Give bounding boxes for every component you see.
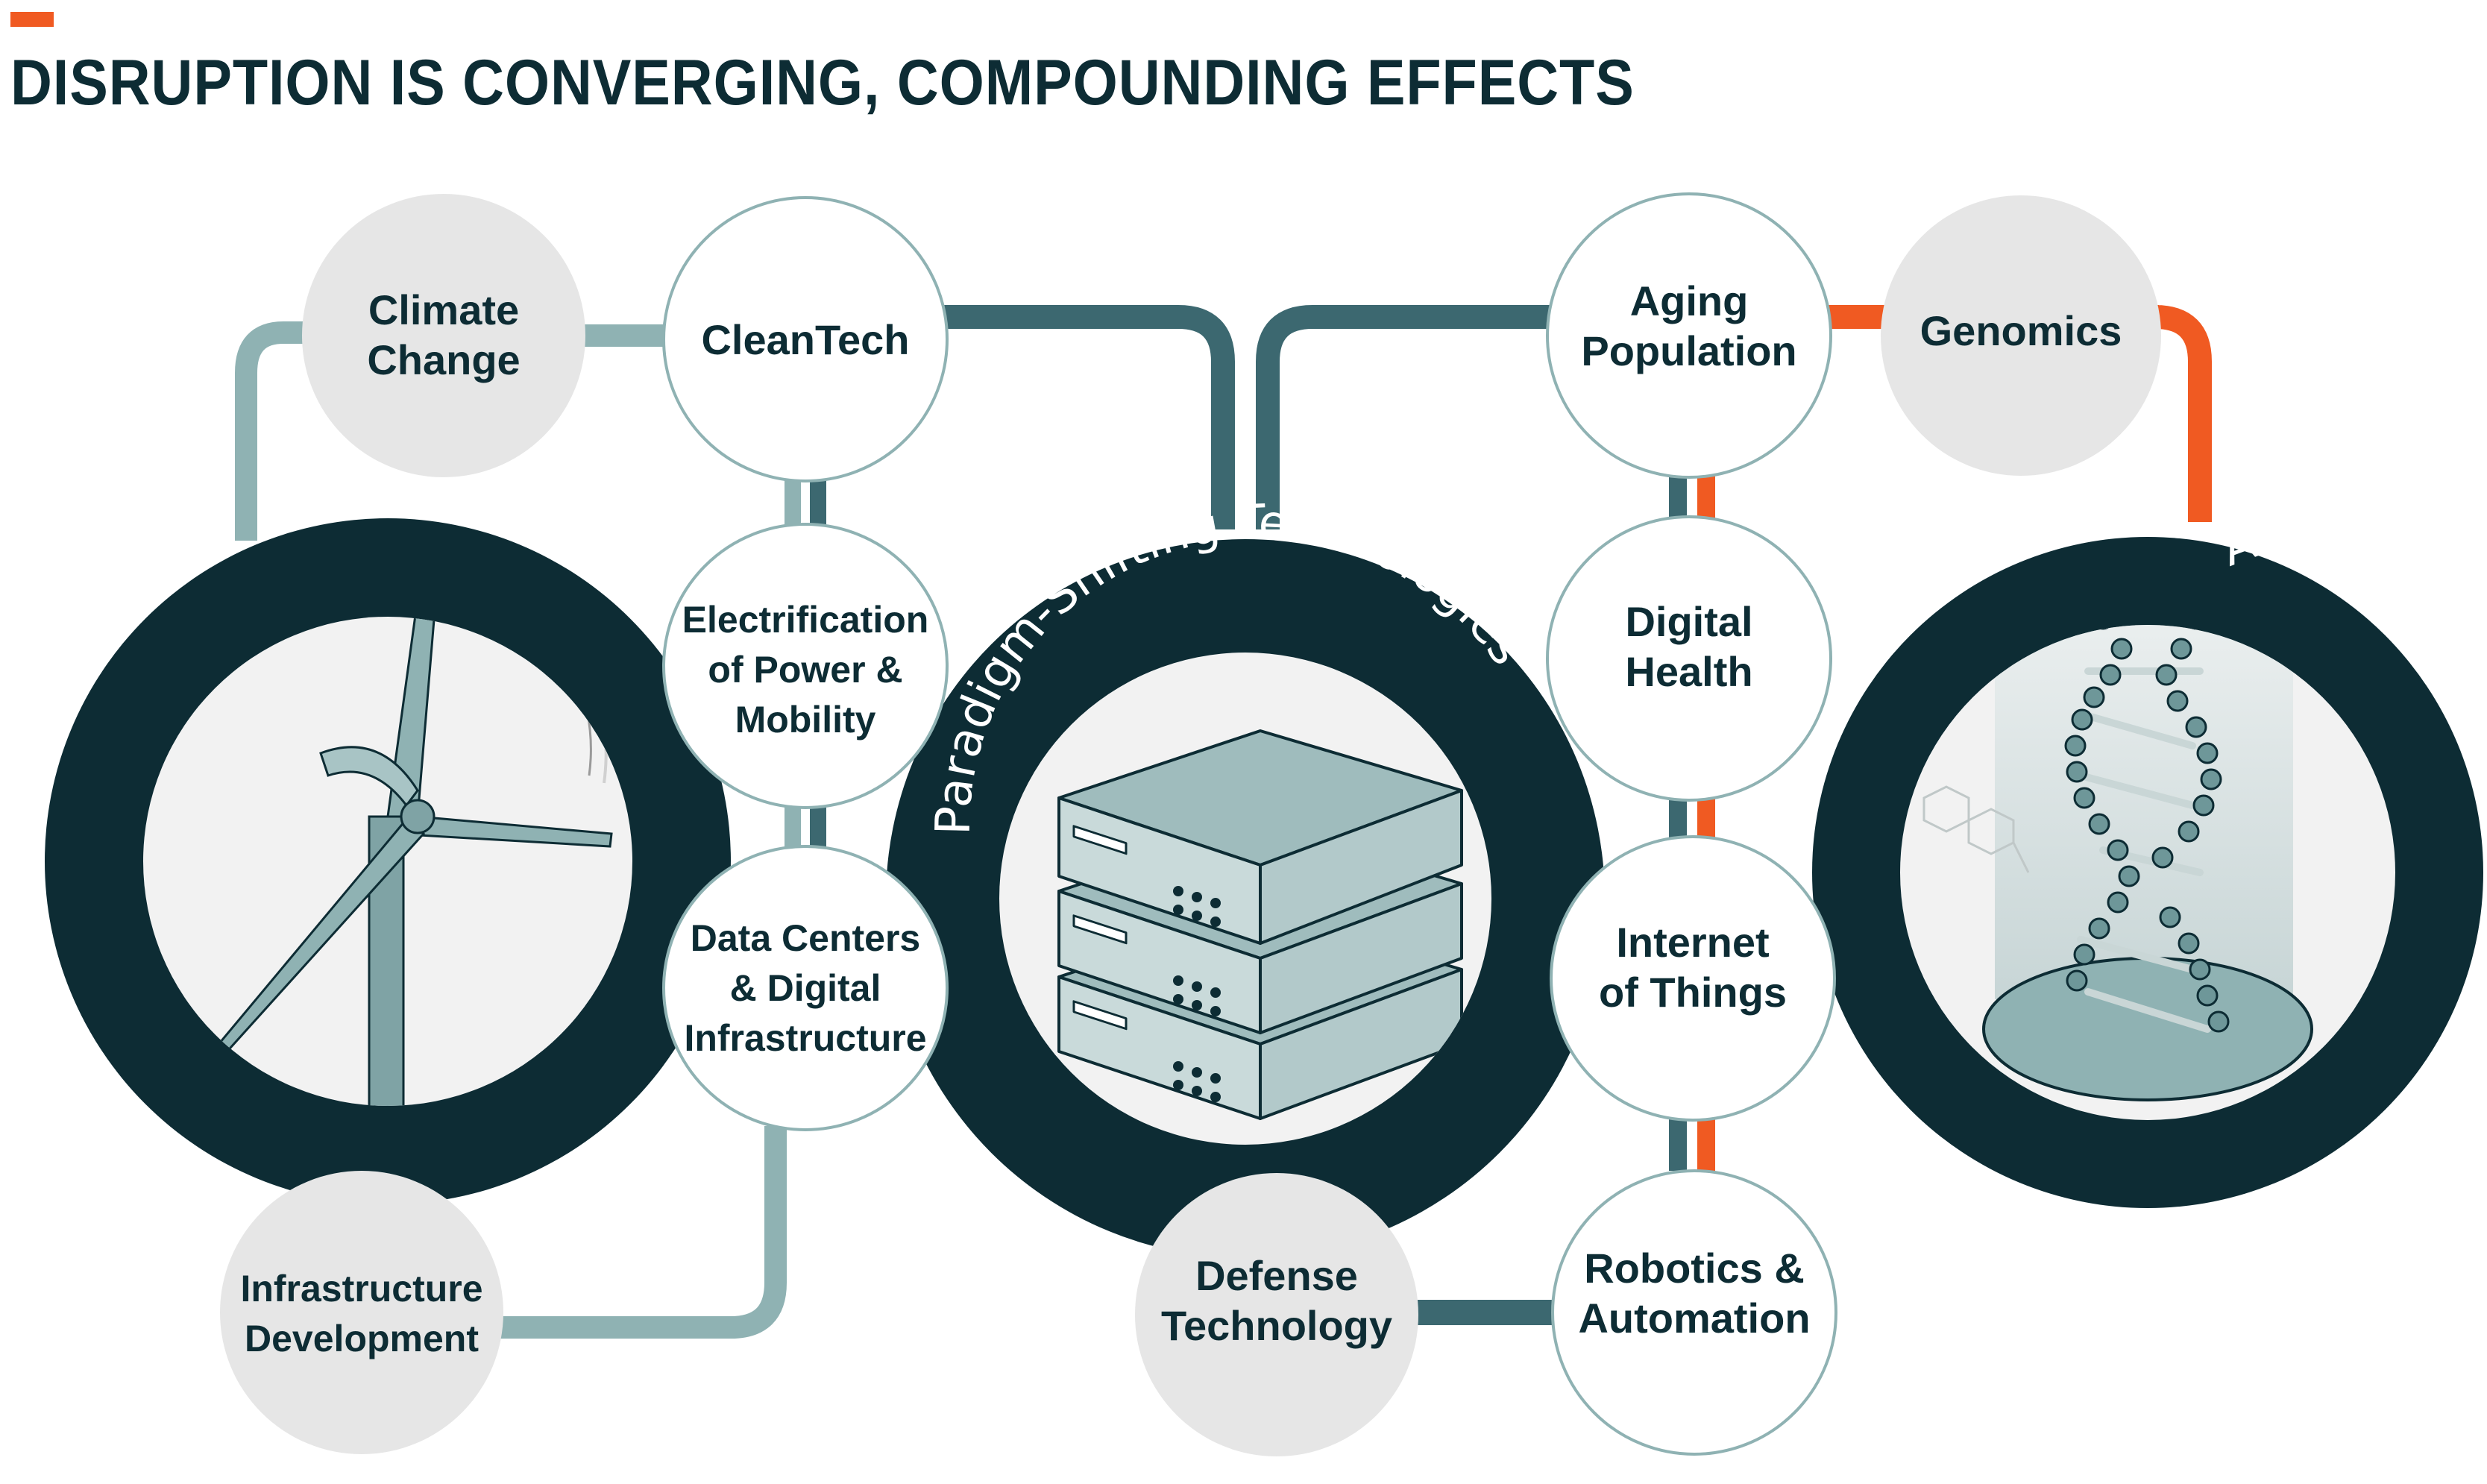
node-label-line2: of Power & xyxy=(708,649,902,691)
node-label-line1: Robotics & xyxy=(1584,1245,1805,1292)
connector-genomics-healthcare xyxy=(2154,305,2212,522)
node-label-line2: of Things xyxy=(1599,969,1787,1016)
node-electrification: Electrification of Power & Mobility xyxy=(662,523,949,809)
connector-datacenters-infradev xyxy=(492,1126,787,1339)
node-label-line1: Genomics xyxy=(1920,307,2122,354)
node-label-line2: Automation xyxy=(1578,1295,1810,1342)
node-label-line2: Population xyxy=(1581,327,1796,374)
node-infrastructure-development: Infrastructure Development xyxy=(220,1171,503,1454)
node-genomics: Genomics xyxy=(1881,195,2161,476)
node-label-line1: Defense xyxy=(1195,1252,1358,1299)
node-label-line2: Change xyxy=(367,336,520,383)
node-robotics-automation: Robotics & Automation xyxy=(1551,1169,1837,1456)
node-label-line1: Aging xyxy=(1630,277,1749,324)
node-label-line2: & Digital xyxy=(730,967,881,1009)
node-label-line3: Mobility xyxy=(735,699,876,741)
hub-infrastructure-environment: Infrastructure & Environment xyxy=(0,504,731,1204)
node-defense-technology: Defense Technology xyxy=(1135,1173,1418,1456)
connector-climate-infrastructure xyxy=(235,321,306,541)
node-label-line3: Infrastructure xyxy=(684,1017,926,1059)
accent-bar xyxy=(10,12,54,27)
connectors xyxy=(235,305,2212,1339)
node-label-line1: Climate xyxy=(368,286,519,333)
node-label-line1: Infrastructure xyxy=(240,1268,482,1309)
node-label-line1: Data Centers xyxy=(691,917,920,959)
connector-aging-paradigm xyxy=(1256,305,1559,529)
node-digital-health: Digital Health xyxy=(1546,515,1832,802)
node-label-line2: Development xyxy=(245,1318,479,1359)
node-label-line1: CleanTech xyxy=(701,316,909,363)
node-label-line1: Internet xyxy=(1616,919,1769,966)
node-internet-of-things: Internet of Things xyxy=(1550,835,1836,1122)
server-stack-icon xyxy=(1057,729,1463,1120)
connector-cleantech-paradigm xyxy=(940,305,1235,529)
hub-advancing-healthcare: Advancing Healthcare xyxy=(1812,500,2487,1208)
dna-helix-icon xyxy=(1922,625,2313,1101)
node-label-line1: Electrification xyxy=(682,599,929,641)
node-data-centers: Data Centers & Digital Infrastructure xyxy=(662,845,949,1131)
page-title: DISRUPTION IS CONVERGING, COMPOUNDING EF… xyxy=(10,47,1635,119)
hub-paradigm-shifting-technologies: Paradigm-Shifting Technologies xyxy=(886,495,1605,1258)
node-climate-change: Climate Change xyxy=(302,194,585,477)
node-cleantech: CleanTech xyxy=(662,196,949,482)
node-label-line2: Technology xyxy=(1161,1302,1392,1349)
node-label-line2: Health xyxy=(1625,648,1752,695)
node-aging-population: Aging Population xyxy=(1546,192,1832,479)
node-label-line1: Digital xyxy=(1625,598,1752,645)
